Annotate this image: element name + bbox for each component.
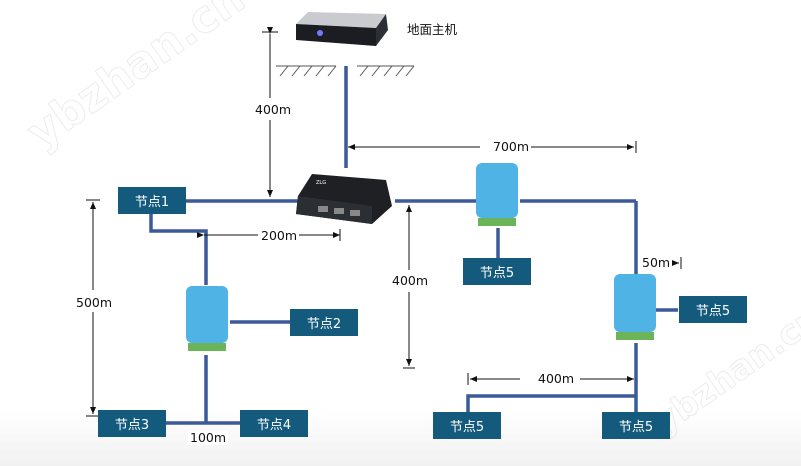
node-2[interactable]: 节点2 — [290, 309, 358, 336]
ground-symbol — [276, 65, 415, 77]
distance-n3-n4: 100m — [188, 430, 229, 445]
node-5-right[interactable]: 节点5 — [679, 296, 747, 323]
bus-lines — [149, 66, 678, 425]
host-label: 地面主机 — [407, 22, 458, 37]
distance-n1-to-hub: 200m — [259, 228, 300, 243]
distance-right-stub: 50m — [640, 255, 673, 270]
converter-icon-left — [186, 286, 228, 351]
distance-right-drop: 400m — [390, 273, 431, 288]
node-5-bottom-left[interactable]: 节点5 — [433, 412, 501, 439]
node-1[interactable]: 节点1 — [118, 187, 186, 214]
host-computer-icon — [296, 12, 388, 46]
serial-hub-icon: ZLG — [296, 174, 392, 224]
node-3[interactable]: 节点3 — [98, 410, 166, 437]
converter-icon-right — [614, 274, 656, 340]
svg-text:ZLG: ZLG — [316, 180, 326, 186]
distance-bottom-right: 400m — [536, 371, 577, 386]
dimension-lines — [86, 27, 682, 417]
distance-hub-to-right: 700m — [491, 139, 532, 154]
distance-host-to-bus: 400m — [253, 102, 294, 117]
distance-left-span: 500m — [74, 295, 115, 310]
node-5-top[interactable]: 节点5 — [463, 258, 531, 285]
converter-icon-top — [476, 163, 518, 226]
node-4[interactable]: 节点4 — [240, 410, 308, 437]
node-5-bottom-right[interactable]: 节点5 — [602, 412, 670, 439]
